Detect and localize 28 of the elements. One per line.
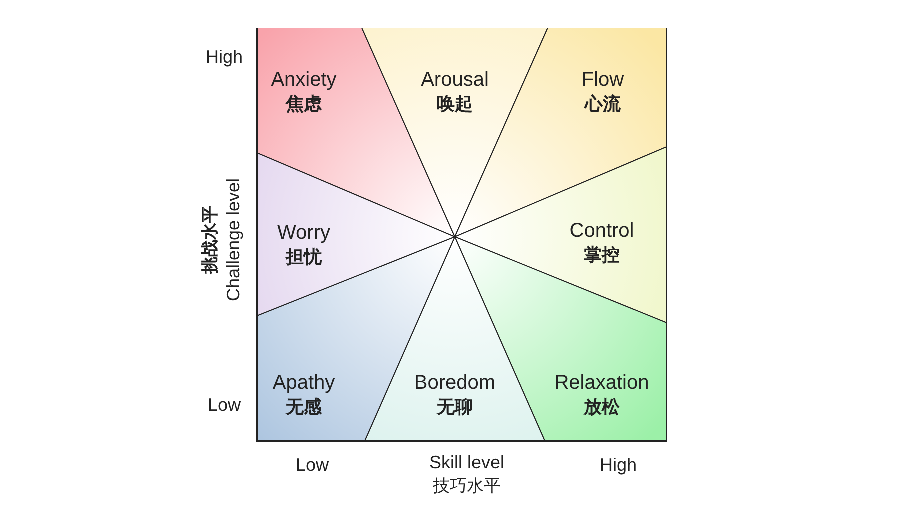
axis-tick-label: High (600, 454, 638, 477)
axis-title: 技巧水平 (433, 475, 501, 498)
zone-label: 心流 (585, 93, 621, 116)
zone-label: Boredom (414, 371, 496, 395)
zone-label: 无感 (286, 396, 322, 419)
zone-sector (365, 237, 545, 441)
axis-tick-label: Low (208, 394, 242, 417)
zone-label: Apathy (272, 371, 336, 395)
zone-label: 掌控 (584, 244, 620, 267)
zone-sector (362, 28, 548, 237)
zone-label: 担忧 (286, 246, 322, 269)
zone-label: 无聊 (437, 396, 473, 419)
zone-label: Relaxation (554, 371, 650, 395)
axis-title: 挑战水平 (199, 206, 220, 274)
zone-sector (455, 147, 667, 323)
zone-label: Arousal (421, 68, 489, 92)
zone-label: Worry (278, 221, 330, 245)
zone-label: 焦虑 (286, 93, 322, 116)
zone-label: Flow (582, 68, 624, 92)
axis-tick-label: Low (296, 454, 330, 477)
zone-sector (257, 153, 455, 316)
zone-label: Anxiety (271, 68, 337, 92)
axis-title: Skill level (429, 452, 505, 474)
axis-title: Challenge level (222, 178, 244, 302)
zone-label: 唤起 (437, 93, 473, 116)
zone-label: Control (570, 219, 634, 243)
zone-label: 放松 (584, 396, 620, 419)
axis-tick-label: High (206, 46, 244, 69)
